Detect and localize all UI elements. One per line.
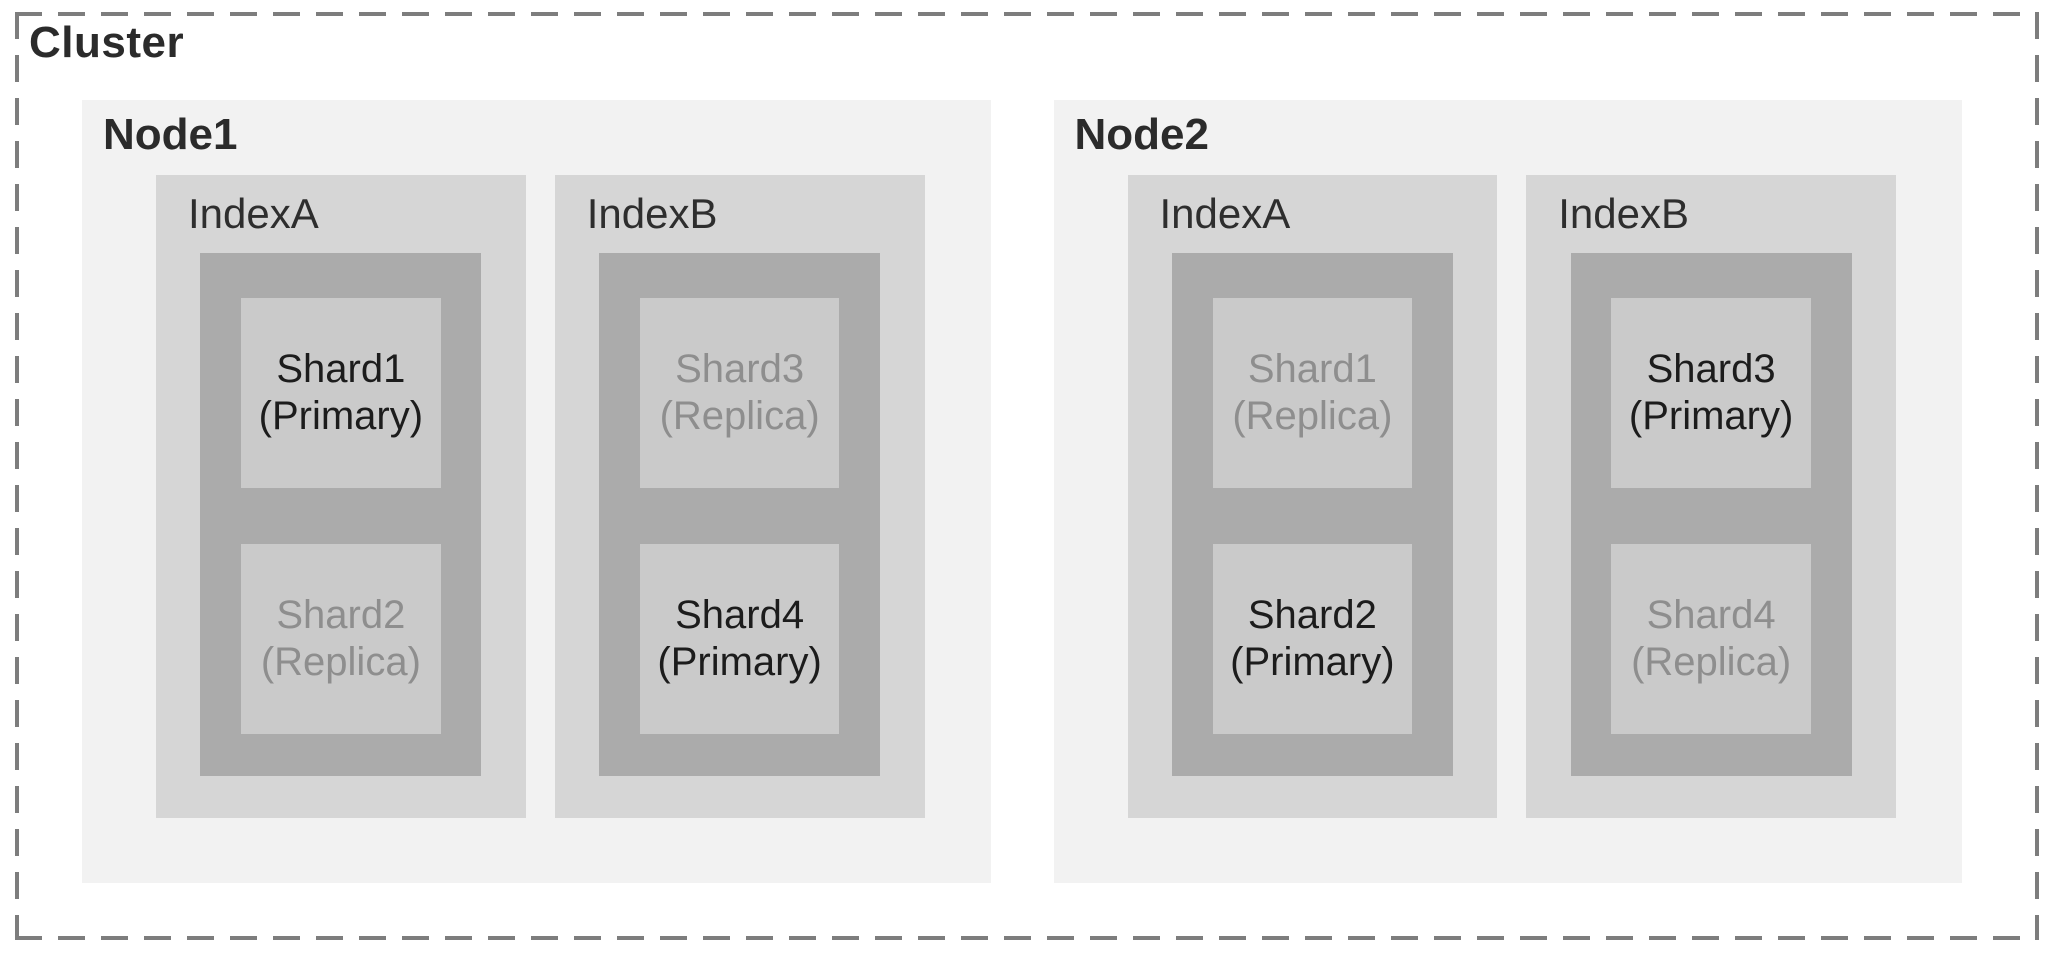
index-box: IndexB Shard3 (Replica) Shard4 (Primary) bbox=[554, 175, 925, 818]
shard-role: (Primary) bbox=[657, 640, 822, 684]
node-label: Node2 bbox=[1074, 110, 1209, 159]
shard-container: Shard3 (Primary) Shard4 (Replica) bbox=[1570, 253, 1852, 776]
node-box: Node2 IndexA Shard1 (Replica) Shard2 (Pr… bbox=[1053, 100, 1962, 883]
cluster-border-bottom bbox=[15, 936, 2039, 940]
shard-name: Shard1 bbox=[1247, 347, 1377, 391]
shard-name: Shard4 bbox=[675, 593, 805, 637]
index-box: IndexA Shard1 (Primary) Shard2 (Replica) bbox=[156, 175, 526, 818]
shard-name: Shard1 bbox=[276, 347, 406, 391]
shard-role: (Replica) bbox=[1631, 640, 1792, 684]
cluster-label: Cluster bbox=[29, 18, 185, 67]
index-label: IndexA bbox=[1159, 190, 1291, 237]
index-label: IndexA bbox=[188, 190, 319, 237]
shard-box: Shard2 (Replica) bbox=[241, 544, 441, 734]
shard-box: Shard3 (Primary) bbox=[1611, 298, 1811, 488]
shard-box: Shard4 (Primary) bbox=[639, 544, 840, 734]
cluster-border-top bbox=[15, 12, 2039, 16]
shard-box: Shard1 (Primary) bbox=[241, 298, 441, 488]
cluster-border-left bbox=[15, 12, 19, 940]
shard-box: Shard1 (Replica) bbox=[1212, 298, 1413, 488]
nodes-row: Node1 IndexA Shard1 (Primary) Shard2 (Re… bbox=[82, 100, 1962, 883]
index-box: IndexA Shard1 (Replica) Shard2 (Primary) bbox=[1127, 175, 1498, 818]
shard-name: Shard2 bbox=[276, 593, 406, 637]
shard-name: Shard4 bbox=[1646, 593, 1776, 637]
indexes-row: IndexA Shard1 (Replica) Shard2 (Primary)… bbox=[1127, 175, 1896, 818]
node-label: Node1 bbox=[103, 110, 238, 159]
shard-role: (Primary) bbox=[1628, 394, 1794, 438]
cluster-boundary bbox=[15, 12, 2039, 940]
cluster-border-right bbox=[2035, 12, 2039, 940]
node-box: Node1 IndexA Shard1 (Primary) Shard2 (Re… bbox=[82, 100, 991, 883]
shard-name: Shard3 bbox=[1646, 347, 1776, 391]
index-label: IndexB bbox=[586, 190, 718, 237]
indexes-row: IndexA Shard1 (Primary) Shard2 (Replica)… bbox=[156, 175, 925, 818]
shard-box: Shard3 (Replica) bbox=[639, 298, 840, 488]
shard-role: (Replica) bbox=[659, 394, 820, 438]
shard-role: (Replica) bbox=[260, 640, 421, 684]
shard-role: (Primary) bbox=[258, 394, 424, 438]
shard-name: Shard3 bbox=[675, 347, 805, 391]
shard-container: Shard3 (Replica) Shard4 (Primary) bbox=[599, 253, 881, 776]
index-box: IndexB Shard3 (Primary) Shard4 (Replica) bbox=[1526, 175, 1896, 818]
index-label: IndexB bbox=[1558, 190, 1690, 237]
shard-role: (Replica) bbox=[1232, 394, 1393, 438]
shard-box: Shard4 (Replica) bbox=[1611, 544, 1811, 734]
shard-role: (Primary) bbox=[1230, 640, 1395, 684]
shard-container: Shard1 (Replica) Shard2 (Primary) bbox=[1171, 253, 1453, 776]
shard-name: Shard2 bbox=[1247, 593, 1377, 637]
shard-box: Shard2 (Primary) bbox=[1212, 544, 1413, 734]
shard-container: Shard1 (Primary) Shard2 (Replica) bbox=[200, 253, 482, 776]
